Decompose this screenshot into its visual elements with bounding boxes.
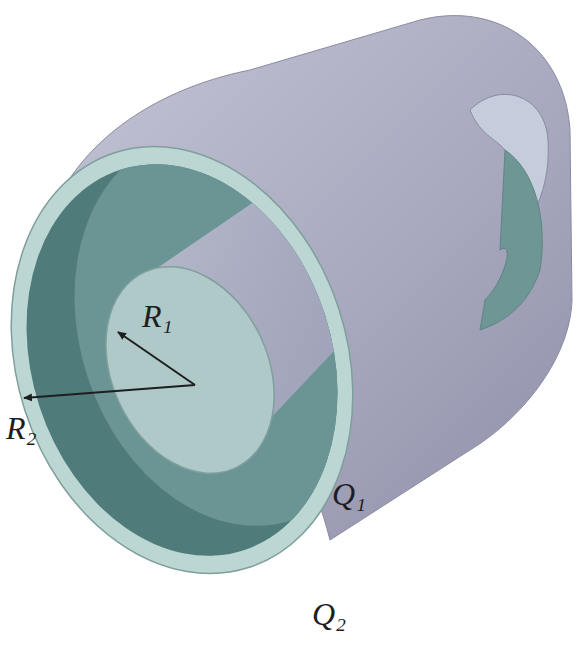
shell-curl-inner bbox=[480, 150, 542, 330]
charge-label: Q₁ bbox=[332, 478, 366, 510]
radius-arrow-r2 bbox=[24, 385, 195, 398]
inner-cylinder-face bbox=[74, 239, 307, 501]
radius-label: R₂ bbox=[6, 412, 37, 444]
radius-label: R₁ bbox=[142, 300, 173, 332]
charge-label: Q₂ bbox=[312, 598, 346, 630]
radius-arrow-r1 bbox=[118, 332, 195, 385]
